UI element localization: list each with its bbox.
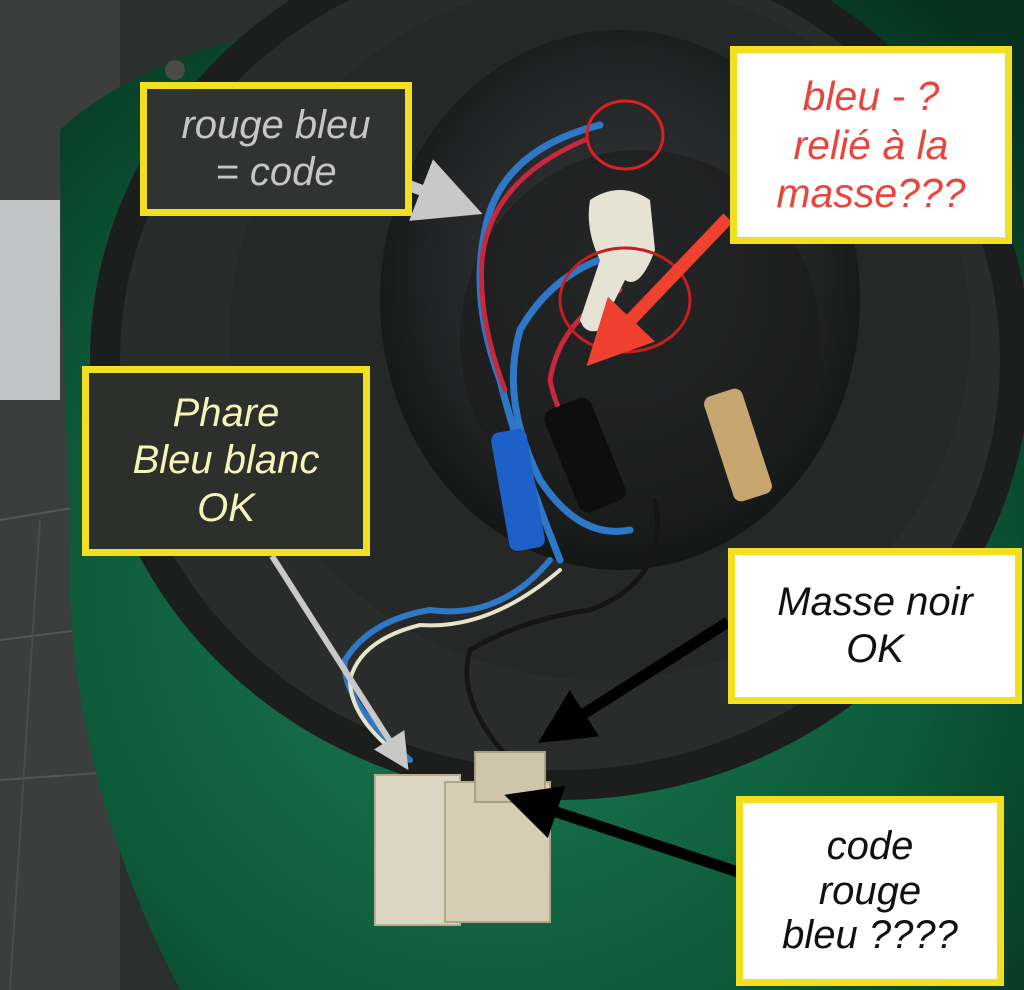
callout-bleu-relie-masse-text: bleu - ? relié à la masse??? xyxy=(776,73,966,217)
callout-phare-bleu-blanc-text: Phare Bleu blanc OK xyxy=(132,391,320,530)
connector-blocks xyxy=(374,751,551,926)
callout-phare-bleu-blanc: Phare Bleu blanc OK xyxy=(82,366,370,556)
callout-code-rouge-bleu-text: code rouge bleu ???? xyxy=(782,823,958,958)
red-arrow-icon xyxy=(586,213,733,367)
callout-rouge-bleu-code: rouge bleu = code xyxy=(140,82,412,216)
callout-masse-noir: Masse noir OK xyxy=(728,548,1022,704)
black-arrow-icon xyxy=(504,785,740,878)
red-circle-marker xyxy=(585,99,665,171)
callout-bleu-relie-masse: bleu - ? relié à la masse??? xyxy=(730,46,1012,244)
callout-rouge-bleu-code-text: rouge bleu = code xyxy=(181,102,371,194)
tape-bundle xyxy=(580,190,655,332)
callout-masse-noir-text: Masse noir OK xyxy=(777,579,973,671)
callout-code-rouge-bleu: code rouge bleu ???? xyxy=(736,796,1004,986)
black-arrow-icon xyxy=(538,617,731,743)
grey-arrow-icon xyxy=(269,554,409,771)
